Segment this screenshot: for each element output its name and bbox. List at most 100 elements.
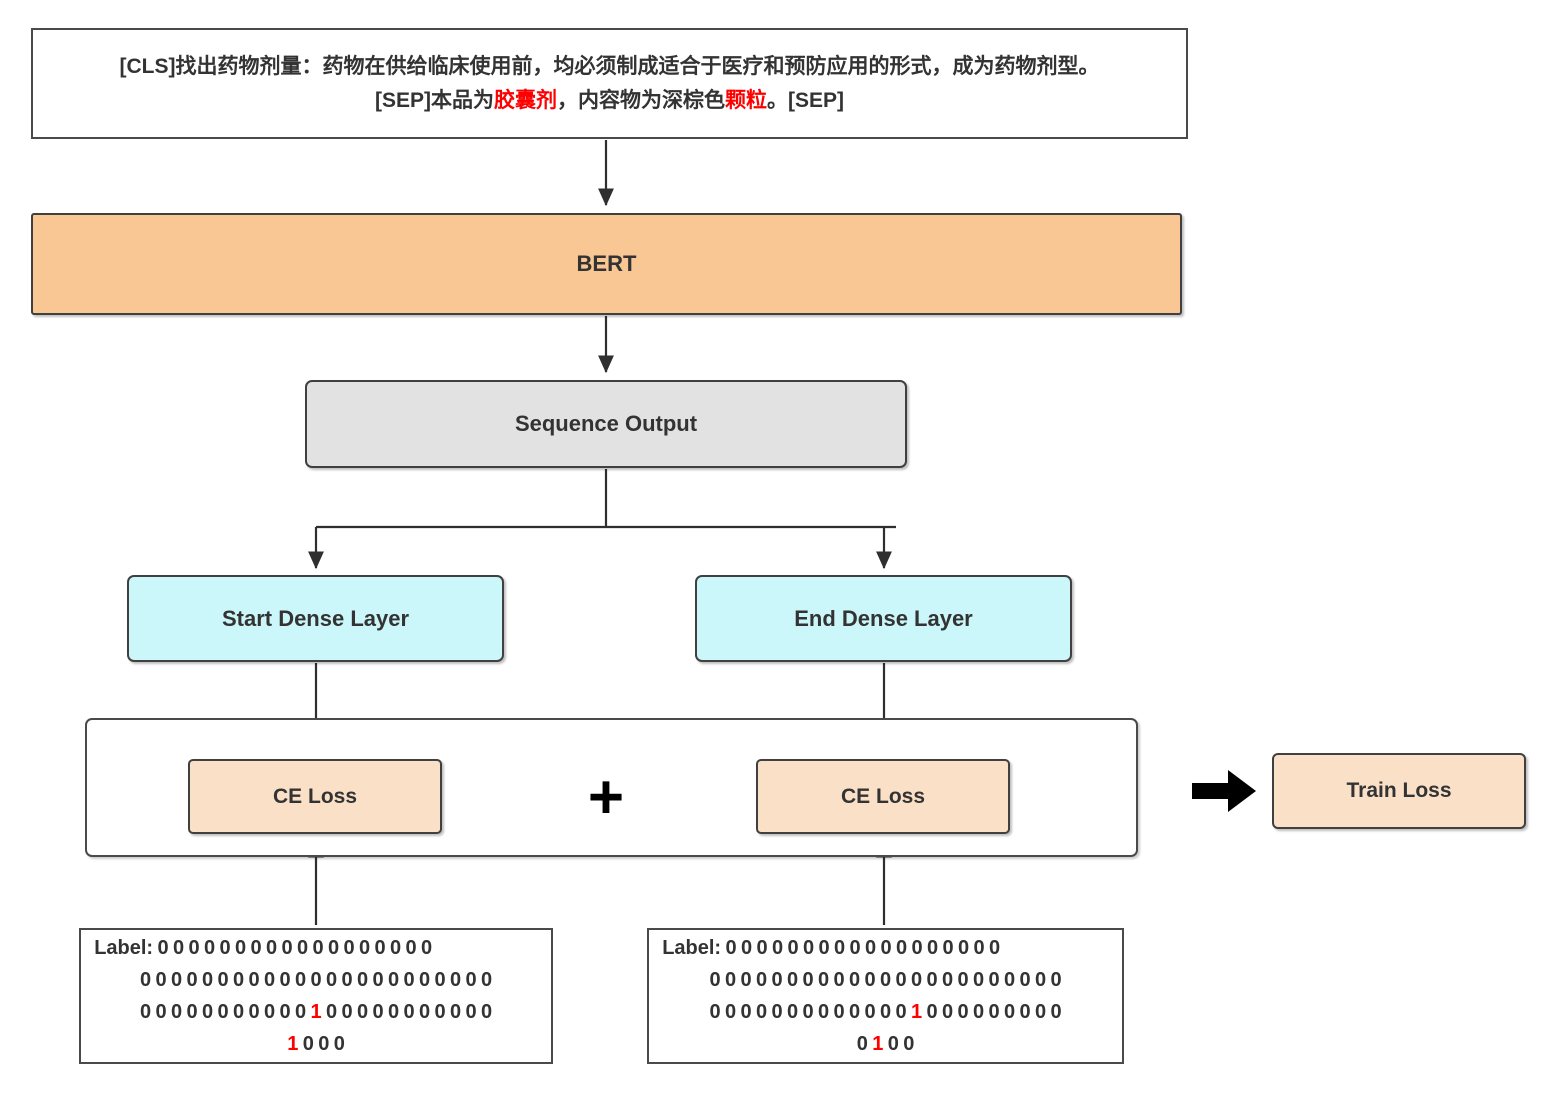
label-digit-zero: 0 [203, 937, 216, 959]
label-digit-zero: 0 [219, 937, 231, 959]
label-digit-zero: 0 [771, 969, 783, 991]
label-digit-zero: 0 [465, 969, 477, 991]
label-digit-zero: 0 [740, 1001, 752, 1023]
label-digit-zero: 0 [740, 937, 753, 959]
label-digit-zero: 0 [864, 937, 877, 959]
label-digit-zero: 0 [170, 969, 183, 991]
label-digit-zero: 0 [263, 1001, 276, 1023]
input-line-1: [CLS]找出药物剂量：药物在供给临床使用前，均必须制成适合于医疗和预防应用的形… [119, 54, 1100, 78]
label-digit-zero: 0 [941, 969, 954, 991]
label-digit-zero: 0 [387, 969, 400, 991]
label-digit-zero: 0 [957, 969, 969, 991]
label-digit-zero: 0 [139, 969, 152, 991]
label-digit-zero: 0 [325, 1001, 338, 1023]
label-digit-zero: 0 [755, 1001, 768, 1023]
label-digit-zero: 0 [217, 969, 229, 991]
label-digit-zero: 0 [1003, 1001, 1016, 1023]
label-digit-one: 1 [310, 1001, 322, 1023]
label-digit-zero: 0 [294, 1001, 307, 1023]
input-highlight-dosage-form: 胶囊剂 [494, 88, 557, 112]
label-digit-zero: 0 [1034, 969, 1047, 991]
label-digit-zero: 0 [880, 937, 892, 959]
label-digit-zero: 0 [296, 937, 309, 959]
sequence-output-node: Sequence Output [305, 380, 907, 468]
label-digit-zero: 0 [895, 969, 907, 991]
input-sentence-box: [CLS]找出药物剂量：药物在供给临床使用前，均必须制成适合于医疗和预防应用的形… [31, 28, 1188, 139]
label-digit-zero: 0 [281, 937, 293, 959]
label-digit-zero: 0 [155, 1001, 167, 1023]
label-digit-zero: 0 [1003, 969, 1016, 991]
label-digit-one: 1 [910, 1001, 923, 1023]
end-dense-layer-node: End Dense Layer [695, 575, 1072, 662]
label-digit-zero: 0 [188, 937, 200, 959]
label-digit-zero: 0 [186, 969, 198, 991]
label-digit-zero: 0 [957, 937, 970, 959]
label-digit-zero: 0 [879, 969, 892, 991]
label-digit-zero: 0 [972, 969, 985, 991]
label-digit-zero: 0 [926, 937, 939, 959]
label-digit-zero: 0 [248, 969, 260, 991]
label-digit-zero: 0 [802, 1001, 814, 1023]
label-digit-zero: 0 [756, 937, 768, 959]
label-digit-zero: 0 [973, 937, 985, 959]
label-digit-zero: 0 [724, 969, 737, 991]
label-digit-zero: 0 [387, 1001, 400, 1023]
train-loss-node: Train Loss [1272, 753, 1526, 829]
label-digit-zero: 0 [318, 1033, 330, 1055]
label-digit-zero: 0 [372, 969, 384, 991]
label-digit-zero: 0 [926, 1001, 938, 1023]
label-digit-zero: 0 [895, 937, 908, 959]
label-digit-zero: 0 [232, 969, 245, 991]
input-line2-suffix: 。[SEP] [767, 88, 845, 112]
input-highlight-granule: 颗粒 [725, 88, 767, 112]
label-digit-zero: 0 [217, 1001, 229, 1023]
input-line-2: [SEP]本品为胶囊剂，内容物为深棕色颗粒。[SEP] [49, 84, 1170, 118]
label-digit-zero: 0 [234, 937, 247, 959]
label-digit-zero: 0 [418, 1001, 431, 1023]
label-digit-zero: 0 [263, 969, 276, 991]
label-digit-zero: 0 [310, 969, 322, 991]
label-digit-zero: 0 [155, 969, 167, 991]
label-prefix: Label: [94, 937, 154, 959]
label-digit-zero: 0 [848, 969, 861, 991]
label-digit-zero: 0 [172, 937, 185, 959]
label-digit-zero: 0 [786, 969, 799, 991]
label-digit-zero: 0 [405, 937, 417, 959]
label-digit-zero: 0 [887, 1033, 899, 1055]
input-line2-prefix: [SEP]本品为 [374, 88, 494, 112]
label-digit-zero: 0 [941, 1001, 954, 1023]
label-digit-zero: 0 [343, 937, 355, 959]
label-digit-zero: 0 [341, 1001, 353, 1023]
label-digit-zero: 0 [232, 1001, 245, 1023]
label-digit-zero: 0 [972, 1001, 985, 1023]
label-digit-zero: 0 [802, 937, 815, 959]
label-digit-zero: 0 [1050, 969, 1062, 991]
plus-operator-icon: + [587, 763, 625, 832]
label-digit-zero: 0 [833, 937, 846, 959]
label-digit-zero: 0 [333, 1033, 345, 1055]
label-digit-zero: 0 [755, 969, 768, 991]
label-digit-zero: 0 [358, 937, 371, 959]
label-digit-zero: 0 [201, 969, 214, 991]
label-digit-zero: 0 [903, 1033, 915, 1055]
label-digit-zero: 0 [988, 937, 1001, 959]
label-digit-zero: 0 [294, 969, 307, 991]
label-digit-zero: 0 [139, 1001, 152, 1023]
label-digit-zero: 0 [817, 969, 830, 991]
label-digit-zero: 0 [911, 937, 923, 959]
bert-node: BERT [31, 213, 1182, 315]
label-digit-zero: 0 [403, 969, 415, 991]
label-digit-zero: 0 [250, 937, 262, 959]
thick-arrow-icon [1192, 770, 1256, 812]
label-digit-zero: 0 [787, 937, 799, 959]
label-digit-zero: 0 [1034, 1001, 1047, 1023]
label-digit-zero: 0 [279, 1001, 291, 1023]
label-digit-zero: 0 [709, 1001, 721, 1023]
